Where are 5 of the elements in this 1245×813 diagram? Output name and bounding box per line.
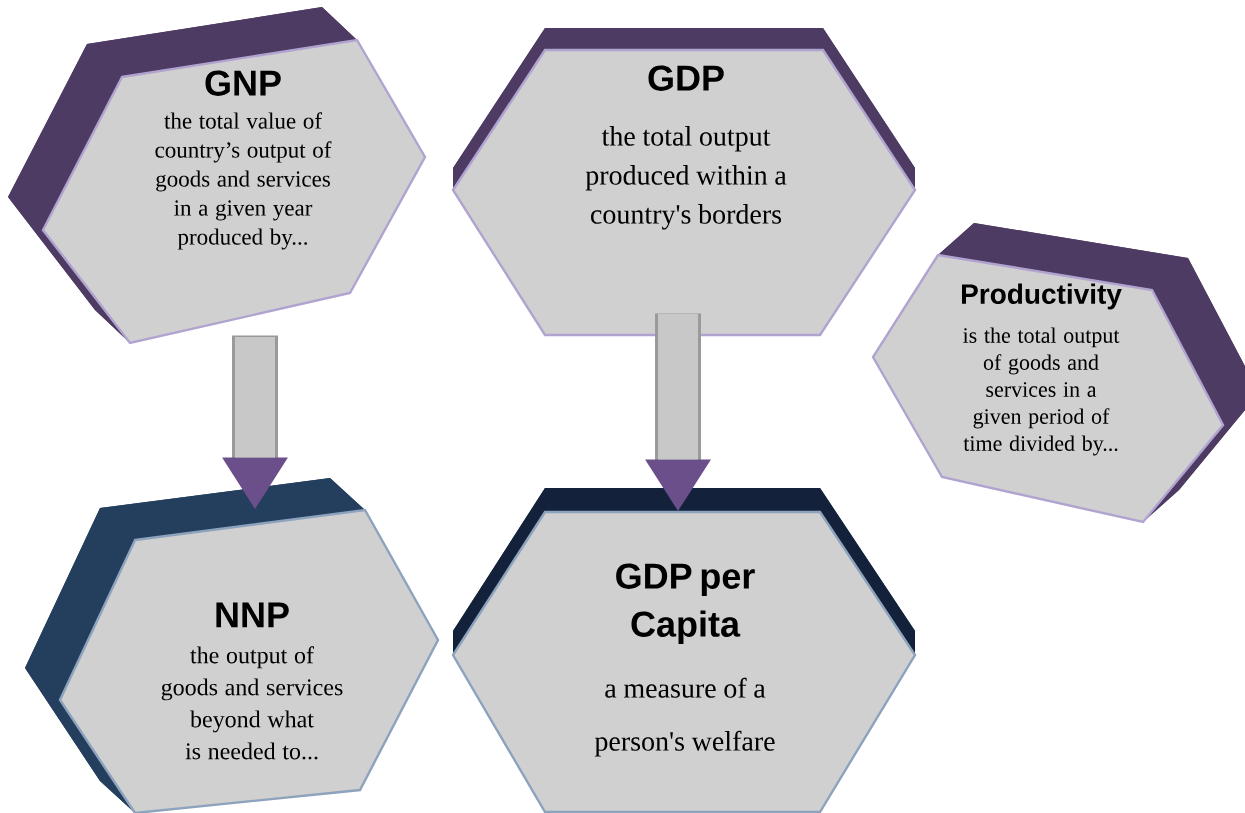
hexagon-box: Productivity is the total output of goods and services in a given period of time divided by...	[871, 223, 1245, 524]
hexagon-box: GDP the total output produced within a country's borders	[451, 28, 917, 337]
hexagon-box: NNP the output of goods and services beyond what is needed to...	[25, 478, 440, 813]
hexagon-box: GDP per Capita a measure of a person's welfare	[451, 488, 917, 813]
hexagon-box: GNP the total value of country’s output of goods and services in a given year produced by...	[8, 7, 427, 345]
